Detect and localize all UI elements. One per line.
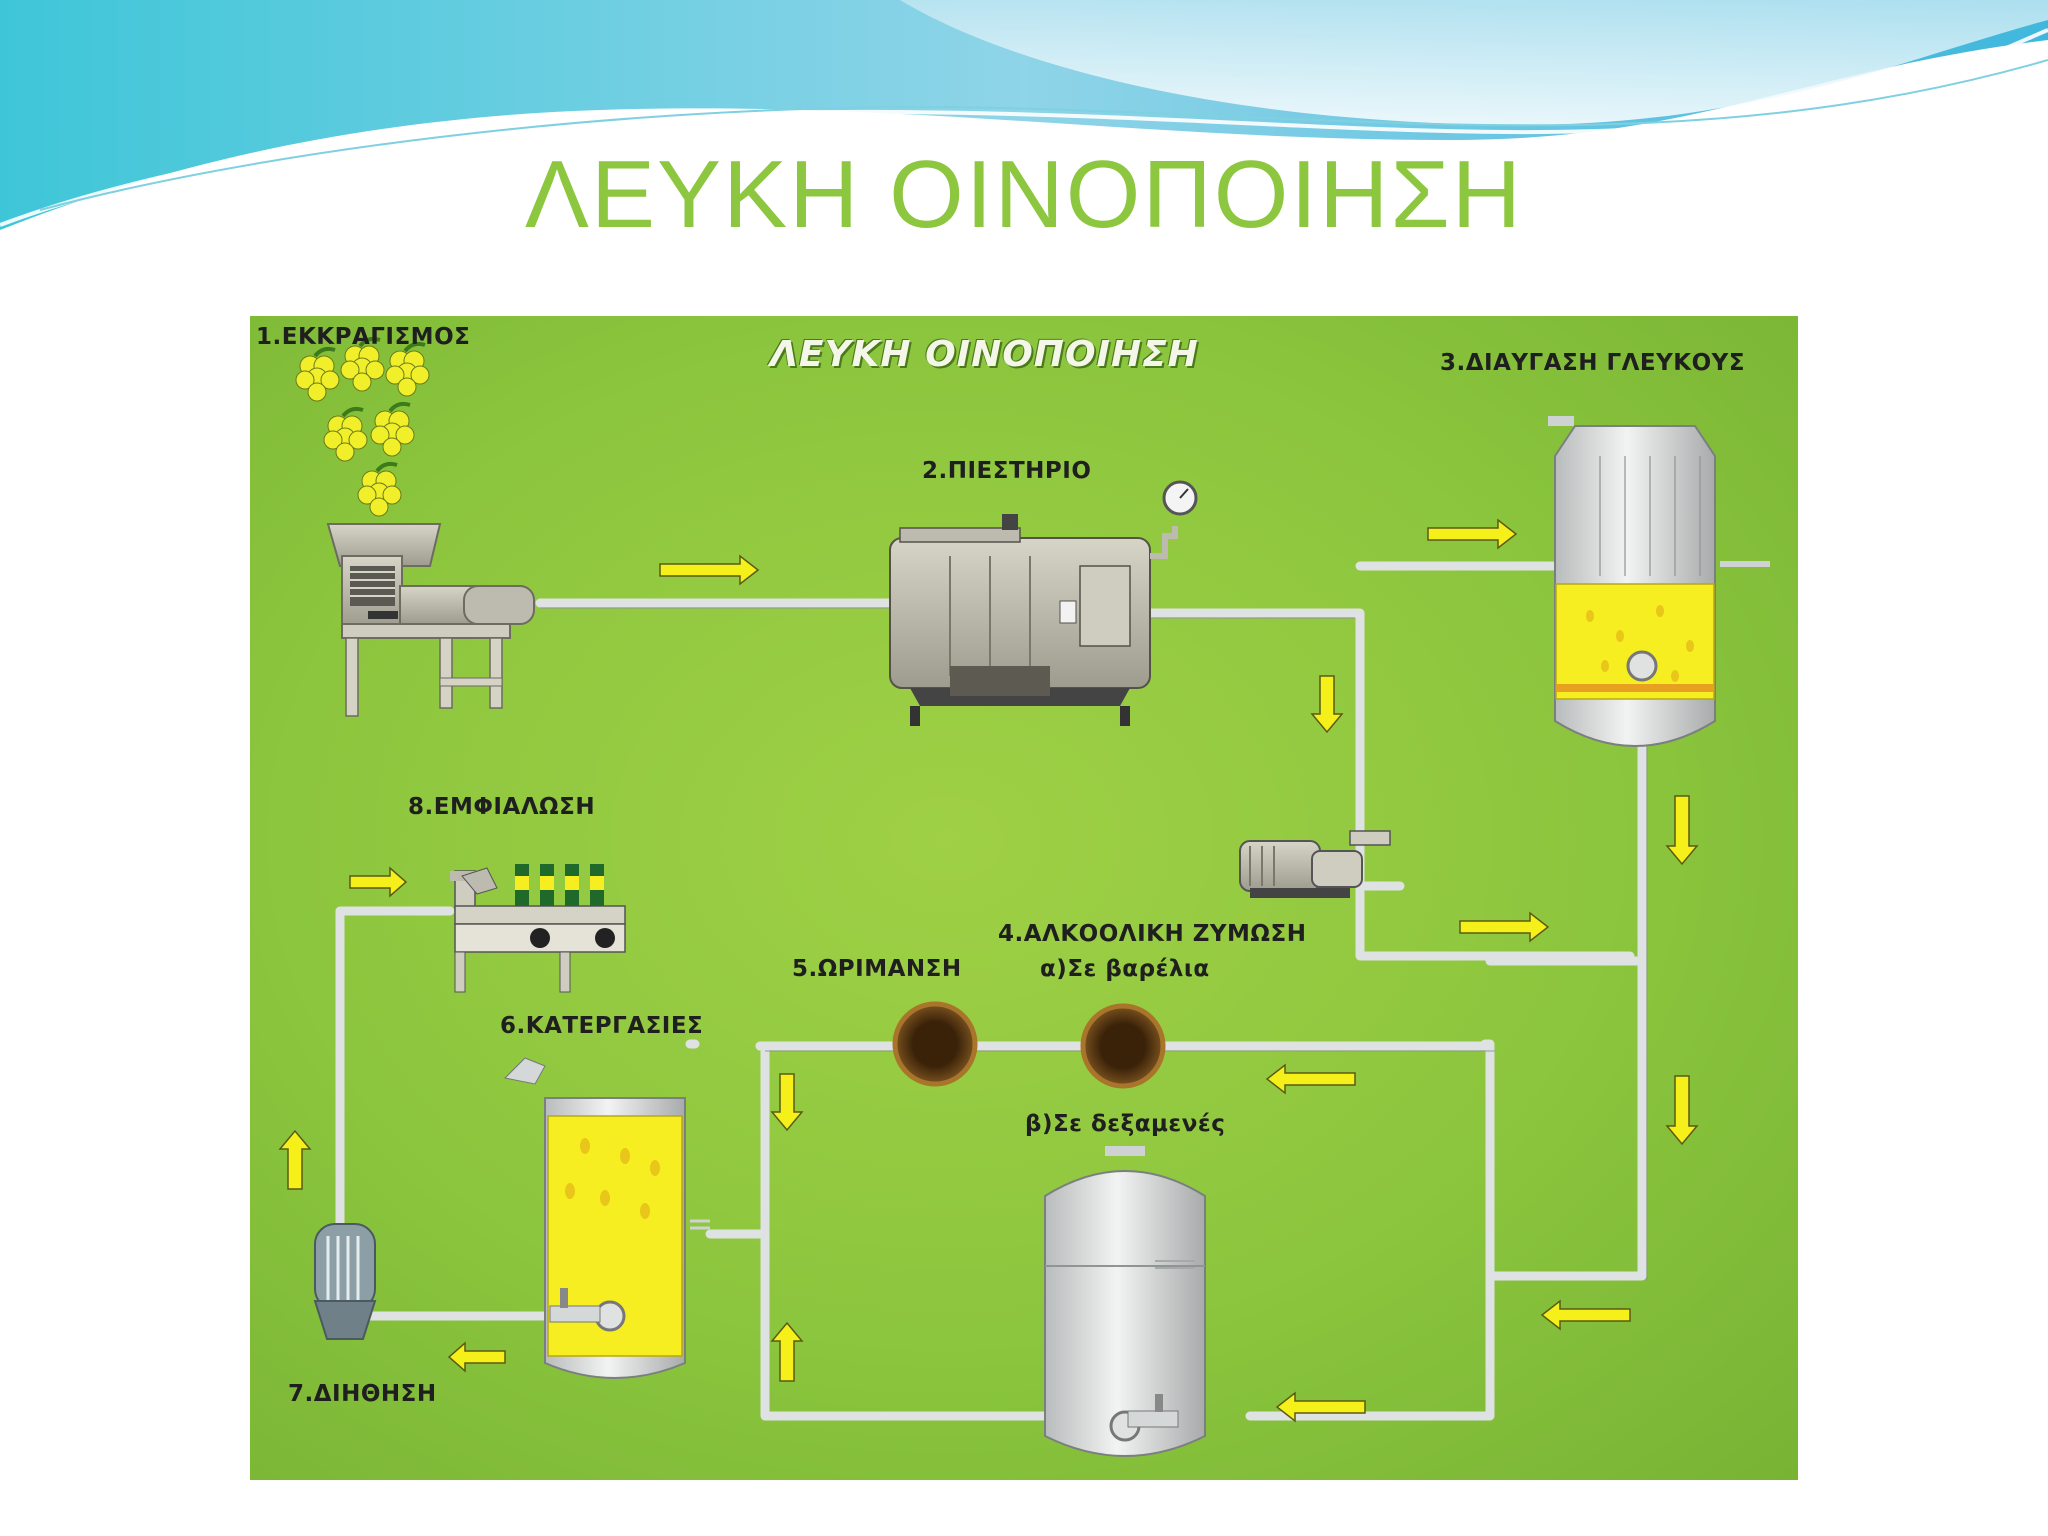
process-flow-graphic (278, 336, 1770, 1457)
arrow-left-icon (1275, 1391, 1366, 1423)
slide-title: ΛΕΥΚΗ ΟΙΝΟΠΟΙΗΣΗ (524, 141, 1524, 248)
arrow-down-icon (1310, 675, 1344, 734)
arrow-right-icon (1459, 911, 1550, 943)
step-label-treatments: 6.ΚΑΤΕΡΓΑΣΙΕΣ (500, 1013, 704, 1039)
maturation-barrels (892, 1001, 1166, 1089)
arrow-left-icon (447, 1341, 506, 1373)
arrow-right-icon (1427, 518, 1518, 550)
step-label-fermentation-barrels: α)Σε βαρέλια (1040, 956, 1210, 982)
arrow-down-icon (770, 1073, 804, 1132)
arrow-right-icon (349, 866, 408, 898)
step-label-filtration: 7.ΔΙΗΘΗΣΗ (288, 1381, 437, 1407)
step-label-fermentation-tanks: β)Σε δεξαμενές (1025, 1111, 1226, 1137)
header-wave-decoration (0, 0, 2048, 230)
flow-arrows (278, 518, 1699, 1423)
fermentation-tank (1044, 1146, 1206, 1457)
press-machine (889, 480, 1198, 726)
winemaking-diagram: ΛΕΥΚΗ ΟΙΝΟΠΟΙΗΣΗ 1.ΕΚΚΡΑΓΙΣΜΟΣ 2.ΠΙΕΣΤΗΡ… (250, 316, 1798, 1480)
treatment-tank (503, 1057, 710, 1379)
grape-bunch-icon (295, 336, 430, 517)
step-label-press: 2.ΠΙΕΣΤΗΡΙΟ (922, 458, 1092, 484)
arrow-left-icon (1265, 1063, 1356, 1095)
step-label-bottling: 8.ΕΜΦΙΑΛΩΣΗ (408, 794, 596, 820)
arrow-down-icon (1665, 1075, 1699, 1146)
arrow-right-icon (659, 554, 760, 586)
arrow-left-icon (1540, 1299, 1631, 1331)
bottling-machine (450, 864, 626, 993)
crusher-machine (295, 336, 535, 717)
pump-motor (1239, 830, 1391, 898)
arrow-up-icon (278, 1129, 312, 1190)
arrow-down-icon (1665, 795, 1699, 866)
barrel-icon (892, 1001, 978, 1087)
step-label-clarification: 3.ΔΙΑΥΓΑΣΗ ΓΛΕΥΚΟΥΣ (1440, 350, 1746, 376)
step-label-maturation: 5.ΩΡΙΜΑΝΣΗ (792, 956, 962, 982)
step-label-crushing: 1.ΕΚΚΡΑΓΙΣΜΟΣ (256, 324, 471, 350)
arrow-up-icon (770, 1321, 804, 1382)
clarification-tank (1548, 416, 1770, 747)
step-label-fermentation: 4.ΑΛΚΟΟΛΙΚΗ ΖΥΜΩΣΗ (998, 921, 1307, 947)
barrel-icon (1080, 1003, 1166, 1089)
filter-unit (313, 1223, 377, 1340)
diagram-inner-title: ΛΕΥΚΗ ΟΙΝΟΠΟΙΗΣΗ (770, 334, 1199, 375)
